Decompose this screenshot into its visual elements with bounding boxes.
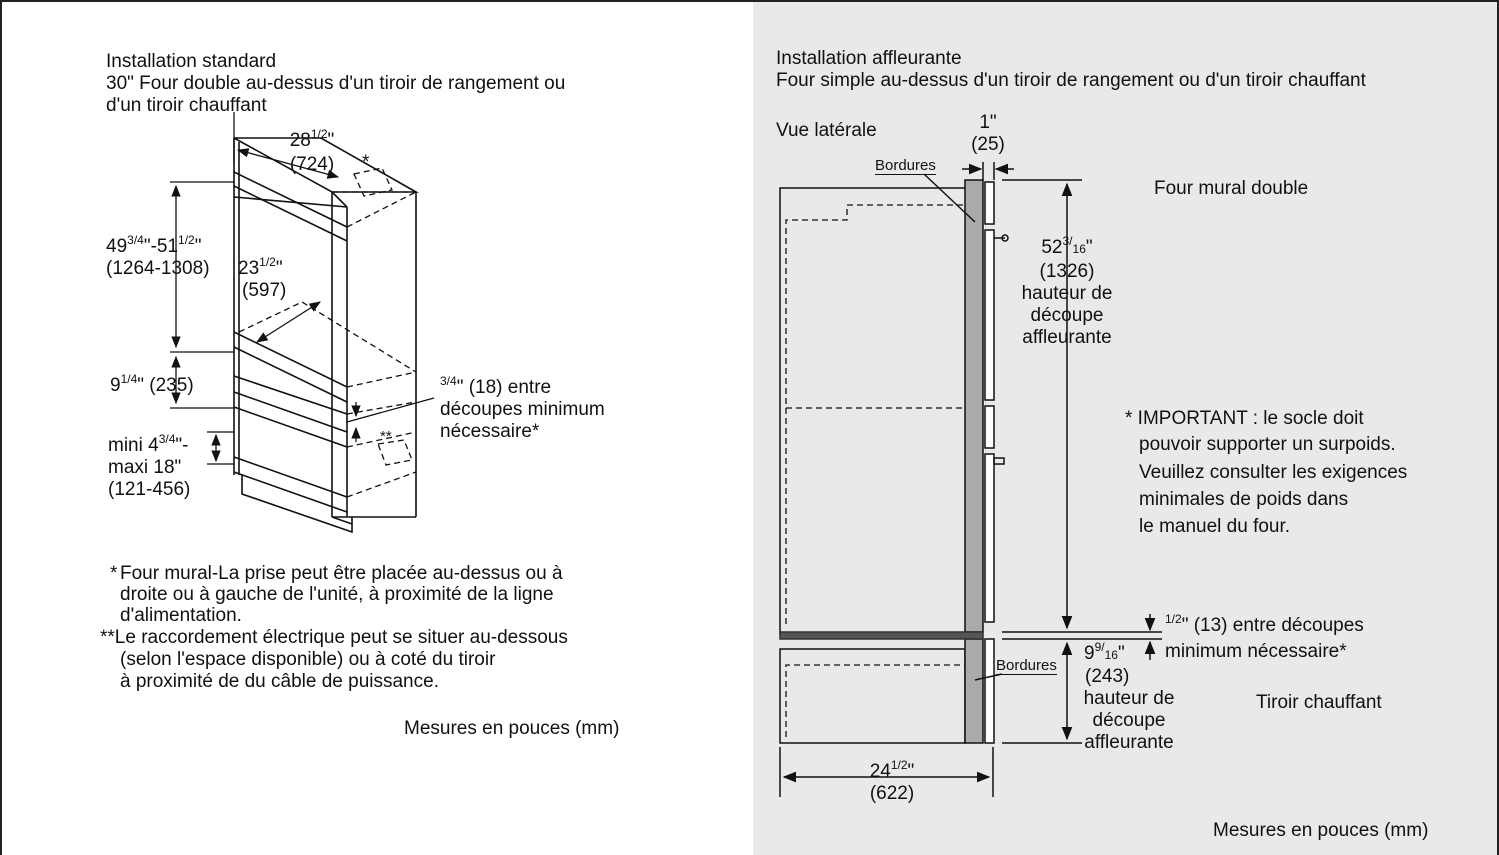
between-cutouts-line-2: découpes minimum	[440, 399, 605, 420]
right-units-note: Mesures en pouces (mm)	[1213, 820, 1429, 841]
right-title-1: Installation affleurante	[776, 48, 962, 69]
trim-label-bottom: Bordures	[996, 657, 1057, 675]
left-title-1: Installation standard	[106, 51, 277, 72]
outlet-star: *	[362, 152, 370, 173]
right-hidden-lines	[785, 204, 965, 737]
oven-height-text-3: affleurante	[1022, 327, 1112, 348]
height-dimension-label: 493/4"-511/2"	[106, 233, 202, 257]
right-panel-background	[753, 2, 1497, 855]
right-side-view-drawing	[779, 162, 1162, 797]
note-1-star: *	[110, 563, 118, 584]
depth-dimension-mm: (597)	[242, 280, 287, 301]
important-line-1: * IMPORTANT : le socle doit	[1125, 408, 1364, 429]
gap-dimension-label: 91/4" (235)	[110, 372, 194, 396]
important-line-5: le manuel du four.	[1139, 516, 1291, 537]
left-title-2: 30" Four double au-dessus d'un tiroir de…	[106, 73, 566, 94]
oven-height-text-1: hauteur de	[1021, 283, 1113, 304]
maxi-dimension-label: maxi 18"	[108, 457, 182, 478]
right-between-label: 1/2" (13) entre découpes	[1165, 612, 1364, 636]
height-dimension-mm: (1264-1308)	[106, 258, 210, 279]
mini-maxi-mm: (121-456)	[108, 479, 191, 500]
between-cutouts-line-3: nécessaire*	[440, 421, 540, 442]
drawer-height-label: 99/16"	[1084, 640, 1125, 664]
right-width-label: 241/2"	[869, 758, 915, 782]
left-cabinet-drawing	[233, 137, 420, 534]
mini-dimension-label: mini 43/4"-	[108, 432, 189, 456]
depth-dimension-label: 231/2"	[238, 255, 283, 279]
right-width-mm: (622)	[869, 783, 915, 804]
note-2-line-1: **Le raccordement électrique peut se sit…	[100, 627, 568, 648]
drawer-height-text-1: hauteur de	[1083, 688, 1175, 709]
outlet-double-star: **	[380, 428, 392, 445]
left-title-3: d'un tiroir chauffant	[106, 95, 267, 116]
right-title-2: Four simple au-dessus d'un tiroir de ran…	[776, 70, 1366, 91]
drawer-height-text-2: découpe	[1092, 710, 1166, 731]
between-cutouts-label: 3/4" (18) entre	[440, 374, 552, 398]
left-dimension-lines	[170, 112, 435, 465]
note-1-line-2: droite ou à gauche de l'unité, à proximi…	[120, 584, 554, 605]
right-between-line-2: minimum nécessaire*	[1165, 641, 1347, 662]
drawer-height-mm: (243)	[1085, 666, 1130, 687]
oven-label: Four mural double	[1154, 178, 1309, 199]
note-2-line-3: à proximité de du câble de puissance.	[120, 671, 439, 692]
left-units-note: Mesures en pouces (mm)	[404, 718, 620, 739]
note-1-line-1: Four mural-La prise peut être placée au-…	[120, 563, 563, 584]
important-line-4: minimales de poids dans	[1139, 489, 1349, 510]
trim-dimension-mm: (25)	[971, 134, 1005, 155]
important-line-3: Veuillez consulter les exigences	[1139, 462, 1408, 483]
width-dimension-mm: (724)	[289, 154, 335, 175]
important-line-2: pouvoir supporter un surpoids.	[1139, 434, 1396, 455]
width-dimension-label: 281/2"	[289, 127, 335, 151]
trim-label-top: Bordures	[875, 157, 936, 175]
side-view-label: Vue latérale	[776, 120, 877, 141]
note-2-line-2: (selon l'espace disponible) ou à coté du…	[120, 649, 496, 670]
oven-height-label: 523/16"	[1041, 234, 1093, 258]
trim-dimension-label: 1"	[979, 112, 997, 133]
note-1-line-3: d'alimentation.	[120, 605, 242, 626]
oven-height-text-2: découpe	[1030, 305, 1104, 326]
drawer-height-text-3: affleurante	[1084, 732, 1174, 753]
oven-height-mm: (1326)	[1039, 261, 1095, 282]
drawer-label: Tiroir chauffant	[1256, 692, 1382, 713]
